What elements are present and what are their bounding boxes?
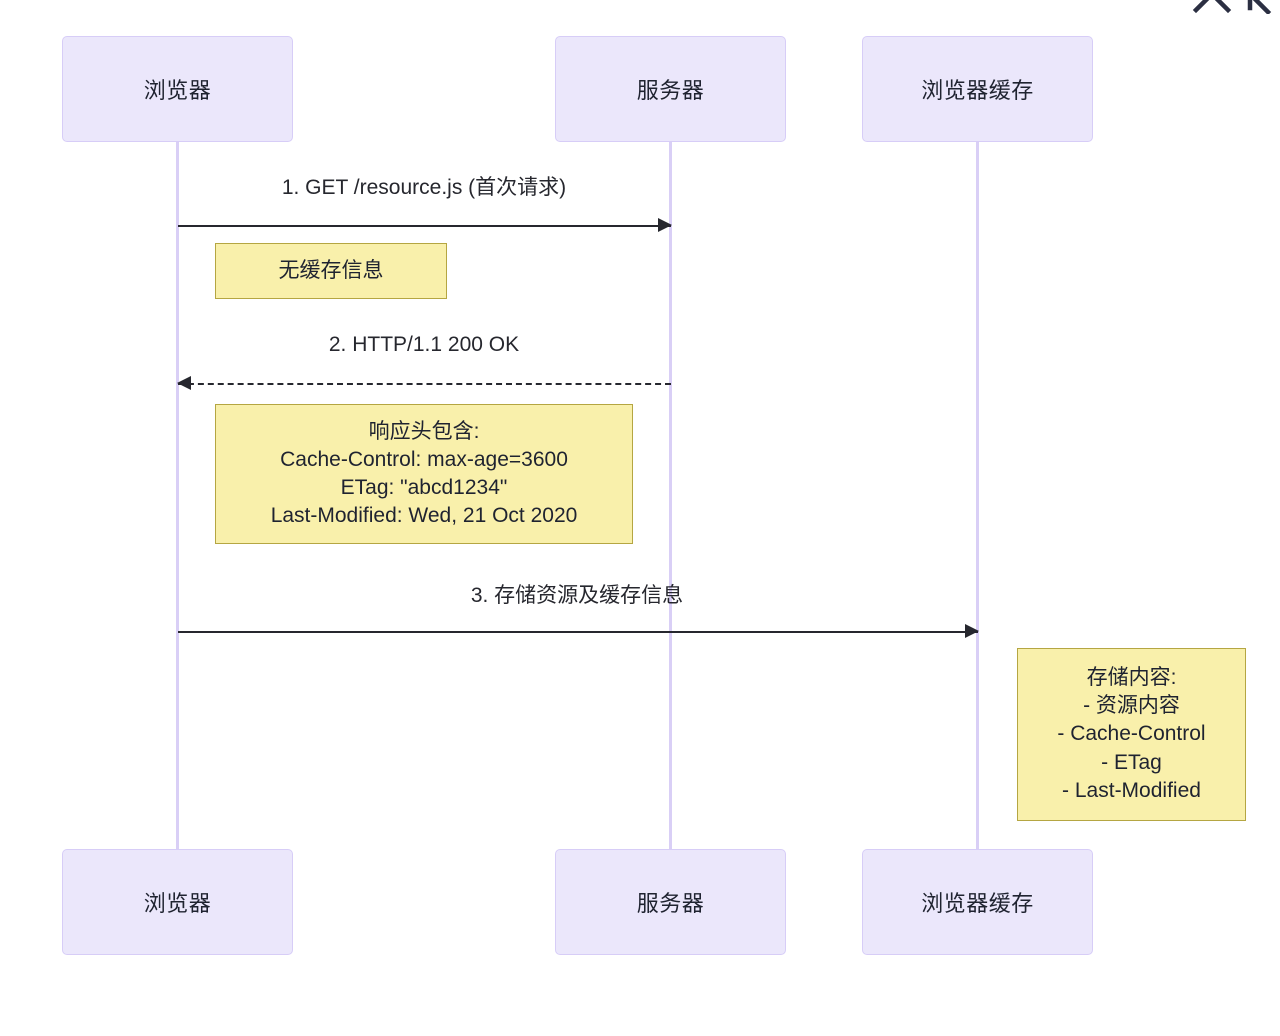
participant-box-browser-top[interactable]: 浏览器 — [62, 36, 293, 142]
participant-box-browser-bottom[interactable]: 浏览器 — [62, 849, 293, 955]
note-no-cache: 无缓存信息 — [215, 243, 447, 299]
expand-arrow-icon[interactable] — [1244, 0, 1278, 14]
message-label-2: 2. HTTP/1.1 200 OK — [328, 333, 520, 356]
note-line: Last-Modified: Wed, 21 Oct 2020 — [270, 504, 578, 528]
note-line: 存储内容: — [1086, 666, 1177, 690]
participant-label-browser-top: 浏览器 — [143, 78, 212, 103]
note-stored-content: 存储内容: - 资源内容 - Cache-Control - ETag - La… — [1017, 648, 1246, 821]
message-label-3: 3. 存储资源及缓存信息 — [470, 584, 684, 607]
note-line: ETag: "abcd1234" — [340, 476, 508, 499]
participant-label-server-top: 服务器 — [636, 78, 705, 103]
participant-label-cache-bottom: 浏览器缓存 — [921, 891, 1034, 916]
corner-icon-group — [1160, 0, 1280, 26]
participant-label-server-bottom: 服务器 — [636, 891, 705, 916]
message-line-1 — [178, 225, 671, 227]
participant-label-cache-top: 浏览器缓存 — [921, 78, 1034, 103]
participant-box-server-top[interactable]: 服务器 — [555, 36, 786, 142]
arrowhead-left-2 — [177, 375, 191, 390]
note-line: - ETag — [1101, 750, 1162, 774]
chevron-up-icon[interactable] — [1192, 0, 1232, 14]
note-line: Cache-Control: max-age=3600 — [280, 447, 568, 471]
arrowhead-right-1 — [658, 217, 672, 232]
note-response-headers: 响应头包含: Cache-Control: max-age=3600 ETag:… — [215, 404, 633, 544]
arrowhead-right-3 — [965, 623, 979, 638]
message-label-1: 1. GET /resource.js (首次请求) — [281, 176, 567, 199]
lifeline-server — [669, 140, 672, 852]
lifeline-cache — [976, 140, 979, 852]
note-line: 无缓存信息 — [278, 258, 384, 282]
note-line: - Cache-Control — [1057, 722, 1206, 746]
participant-box-server-bottom[interactable]: 服务器 — [555, 849, 786, 955]
participant-label-browser-bottom: 浏览器 — [143, 891, 212, 916]
participant-box-cache-bottom[interactable]: 浏览器缓存 — [862, 849, 1093, 955]
message-line-3 — [178, 631, 978, 633]
note-line: - Last-Modified — [1062, 778, 1201, 802]
participant-box-cache-top[interactable]: 浏览器缓存 — [862, 36, 1093, 142]
note-line: - 资源内容 — [1083, 694, 1180, 718]
message-line-2 — [178, 383, 671, 385]
lifeline-browser — [176, 140, 179, 852]
note-line: 响应头包含: — [368, 419, 480, 443]
